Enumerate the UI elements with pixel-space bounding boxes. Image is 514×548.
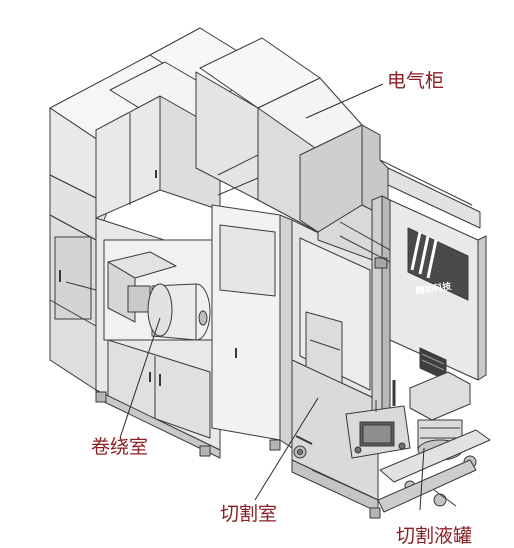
control-pendant	[345, 380, 411, 459]
feet	[95, 391, 381, 519]
callout-lines	[119, 83, 425, 511]
label-winding-chamber: 卷绕室	[91, 436, 149, 458]
label-cutting-fluid-tank: 切割液罐	[396, 525, 473, 547]
cutting-chamber	[291, 219, 379, 513]
winding-chamber	[95, 217, 221, 459]
cutting-fluid-tank	[377, 371, 491, 513]
label-electrical-cabinet: 电气柜	[387, 70, 445, 92]
right-housing	[389, 199, 487, 381]
leader-cutting-fluid-tank	[419, 447, 425, 511]
leader-winding-chamber	[119, 317, 161, 439]
brand-panel	[407, 227, 469, 301]
upper-frame	[317, 124, 481, 415]
label-cutting-chamber: 切割室	[220, 503, 278, 525]
open-door	[211, 204, 293, 449]
leader-cutting-chamber	[254, 397, 319, 501]
leader-electrical-cabinet	[305, 83, 384, 119]
electrical-cabinet	[95, 27, 363, 233]
